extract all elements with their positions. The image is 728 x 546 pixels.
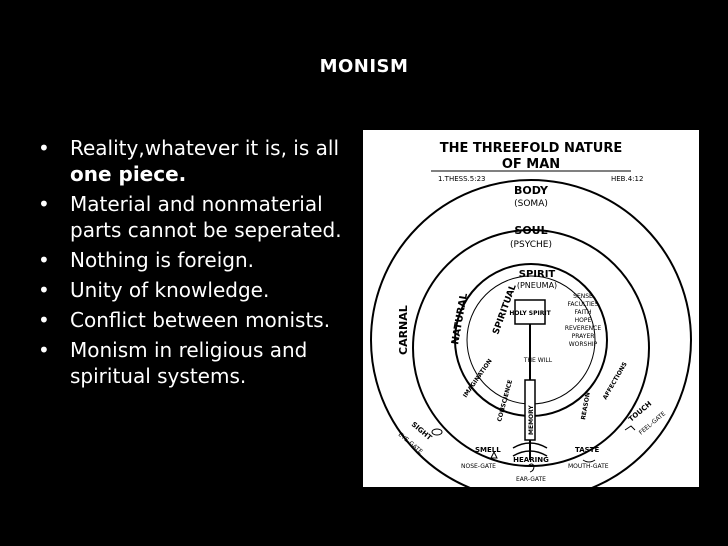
gate-name: EAR-GATE	[516, 476, 546, 483]
bullet-dot-icon: •	[38, 308, 50, 332]
soma-label: (SOMA)	[514, 199, 548, 209]
faculty-item: WORSHIP	[569, 341, 598, 348]
holy-spirit-label: HOLY SPIRIT	[509, 310, 551, 317]
soul-label: SOUL	[514, 224, 547, 237]
gate-name: NOSE-GATE	[461, 463, 496, 470]
bullet-item: •Nothing is foreign.	[38, 248, 254, 272]
bullet-item: •Reality,whatever it is, is all one piec…	[38, 136, 340, 186]
gate-sense: SIGHT	[410, 420, 434, 442]
bullet-dot-icon: •	[38, 278, 50, 302]
body-label: BODY	[514, 184, 549, 197]
gate-sense: SMELL	[475, 446, 501, 454]
nose-icon	[490, 450, 498, 459]
carnal-label: CARNAL	[397, 305, 410, 355]
soul-circle	[412, 229, 650, 467]
memory-label: MEMORY	[528, 405, 535, 435]
faculty-item: SENSE	[573, 293, 593, 300]
gate-name: MOUTH-GATE	[568, 463, 609, 470]
threefold-nature-diagram: THE THREEFOLD NATURE OF MAN 1.THESS.5:23…	[363, 130, 699, 487]
reason-label: REASON	[580, 392, 592, 421]
bullet-dot-icon: •	[38, 248, 50, 272]
psyche-label: (PSYCHE)	[510, 240, 552, 250]
faculty-item: FACULTIES	[567, 301, 598, 308]
memory-box	[524, 379, 536, 441]
faculty-item: REVERENCE	[565, 325, 601, 332]
ref-right: HEB.4:12	[611, 175, 643, 183]
bullet-item: •Unity of knowledge.	[38, 278, 270, 302]
mouth-icon	[582, 459, 596, 463]
gate-sense: TASTE	[575, 446, 599, 454]
faculty-item: FAITH	[575, 309, 592, 316]
faculty-item: HOPE	[575, 317, 592, 324]
ear-icon	[527, 463, 535, 473]
bullet-dot-icon: •	[38, 192, 50, 216]
spirit-label: SPIRIT	[519, 269, 556, 280]
holy-spirit-box	[514, 299, 546, 325]
faculty-item: PRAYER	[572, 333, 595, 340]
hand-icon	[624, 425, 636, 431]
bullet-item: •Monism in religious and spiritual syste…	[38, 338, 308, 388]
gate-sense: HEARING	[513, 456, 549, 464]
body-circle	[370, 179, 692, 487]
pneuma-label: (PNEUMA)	[517, 281, 557, 290]
diagram-svg: THE THREEFOLD NATURE OF MAN 1.THESS.5:23…	[370, 141, 692, 487]
bullet-dot-icon: •	[38, 338, 50, 362]
figure-subtitle: OF MAN	[502, 157, 560, 172]
affections-label: AFFECTIONS	[602, 361, 629, 401]
bullet-dot-icon: •	[38, 136, 50, 160]
stem-roots-icon	[512, 442, 548, 457]
eye-icon	[431, 428, 443, 436]
ref-left: 1.THESS.5:23	[438, 175, 485, 183]
bullet-item: •Conflict between monists.	[38, 308, 331, 332]
will-label: THE WILL	[523, 357, 553, 364]
slide-title: MONISM	[319, 56, 409, 77]
bullet-list: •Reality,whatever it is, is all one piec…	[28, 135, 348, 393]
bullet-item: •Material and nonmaterial parts cannot b…	[38, 192, 342, 242]
figure-title: THE THREEFOLD NATURE	[440, 141, 622, 156]
